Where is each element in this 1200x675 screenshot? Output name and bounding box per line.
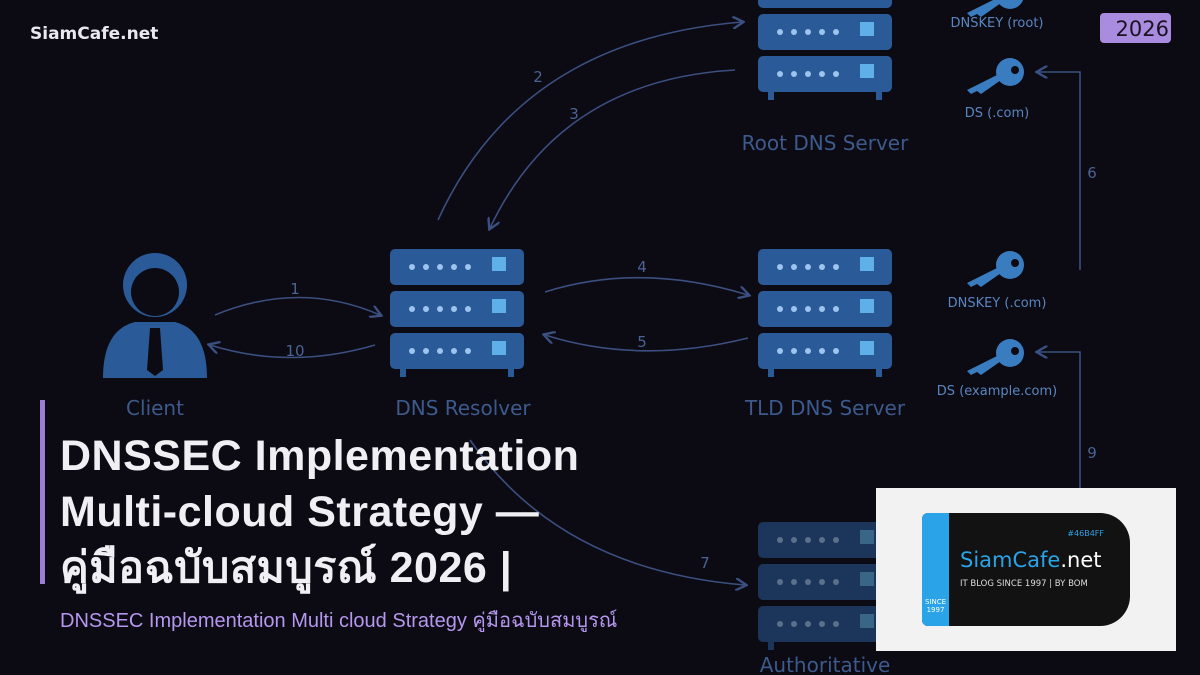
label-resolver: DNS Resolver <box>395 396 531 420</box>
year-badge: 2026 <box>1100 13 1171 43</box>
article-title: DNSSEC Implementation Multi-cloud Strate… <box>60 428 579 596</box>
step-number: 3 <box>569 105 579 123</box>
label-authoritative: Authoritative <box>760 653 891 675</box>
authoritative-server <box>758 522 892 650</box>
key-label: DS (example.com) <box>937 384 1057 399</box>
key-label: DNSKEY (root) <box>950 16 1043 31</box>
step-number: 7 <box>700 554 710 572</box>
logo-name: SiamCafe.net <box>960 548 1101 572</box>
step-number: 4 <box>637 258 647 276</box>
key-label: DNSKEY (.com) <box>948 296 1047 311</box>
title-accent-bar <box>40 400 45 584</box>
logo-name-main: SiamCafe <box>960 548 1061 572</box>
client-icon <box>103 253 207 378</box>
title-line: Multi-cloud Strategy — <box>60 488 540 536</box>
key-label: DS (.com) <box>965 106 1029 121</box>
label-client: Client <box>126 396 184 420</box>
logo-name-tld: .net <box>1060 548 1102 572</box>
step-number: 5 <box>637 333 647 351</box>
step-number: 10 <box>285 342 304 360</box>
site-brand[interactable]: SiamCafe.net <box>30 24 159 44</box>
since-label: SINCE <box>924 598 947 606</box>
label-tld: TLD DNS Server <box>744 396 906 420</box>
article-subtitle: DNSSEC Implementation Multi cloud Strate… <box>60 610 618 632</box>
title-line: คู่มือฉบับสมบูรณ์ 2026 | <box>60 544 513 592</box>
dns-resolver-server <box>390 249 524 377</box>
title-line: DNSSEC Implementation <box>60 432 580 480</box>
logo-tagline: IT BLOG SINCE 1997 | BY BOM <box>960 579 1088 589</box>
step-number: 1 <box>290 280 300 298</box>
step-number: 2 <box>533 68 543 86</box>
logo-stripe <box>922 513 949 626</box>
since-year: 1997 <box>926 606 945 614</box>
step-number: 9 <box>1087 444 1097 462</box>
logo-hex: #46B4FF <box>1067 529 1104 538</box>
flow-arrows <box>210 22 1081 585</box>
tld-dns-server <box>758 249 892 377</box>
label-root: Root DNS Server <box>742 131 909 155</box>
key-icons <box>967 0 1024 375</box>
step-number: 6 <box>1087 164 1097 182</box>
root-dns-server <box>758 0 892 100</box>
